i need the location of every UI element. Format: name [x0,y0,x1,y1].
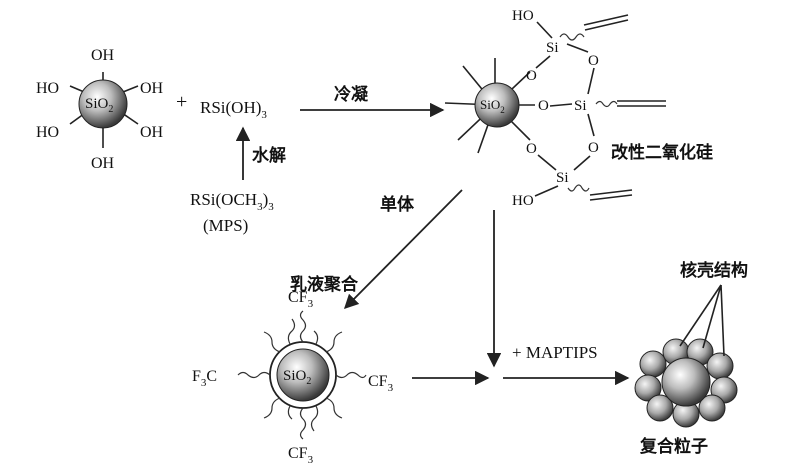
chain-top [299,310,307,343]
bond [537,154,557,171]
si-middle: Si [574,98,587,114]
silanol-label: RSi(OH)3 [200,98,267,121]
chain [325,397,343,419]
fluorinated-core-label: SiO2 [283,368,311,387]
hydrolysis-label: 水解 [252,145,286,166]
bond [534,185,559,197]
f3c-left: F3C [192,368,217,389]
oh-top: OH [91,47,115,64]
mps-formula: RSi(OCH3)3 [190,190,274,213]
core-shell-pointer [702,284,722,349]
oxygen-upper: O [526,68,537,84]
chain [287,405,293,420]
bond [587,113,595,137]
core-shell-pointer [679,284,722,347]
maptips-label: + MAPTIPS [512,343,598,362]
cf3-right: CF3 [368,373,394,394]
monomer-label: 单体 [380,194,415,215]
ho-bottom: HO [512,193,534,209]
chain-left [237,371,271,379]
condensation-label: 冷凝 [334,84,369,105]
oh-upper-right: OH [140,80,164,97]
chain [263,397,281,419]
monomer-arrow [343,189,463,310]
hydroxylated-silica: SiO2 OH HO HO OH OH OH [36,47,164,172]
mps-name: (MPS) [203,216,248,235]
oxygen-bridge-bottom: O [588,140,599,156]
ho-lower-left: HO [36,124,59,141]
chain [325,331,343,353]
wavy-bond [595,100,618,108]
wavy-bond [559,33,585,41]
ho-upper-left: HO [36,80,59,97]
chain [313,330,319,345]
bond [549,103,573,107]
core-sphere [661,357,711,407]
bond [535,55,551,69]
shell-bead [639,350,667,378]
silica-sphere [78,79,128,129]
modified-core-label: SiO2 [480,97,505,115]
fluorinated-core-sphere [276,348,330,402]
shell-bead [706,352,734,380]
bond [536,21,553,39]
chain [287,318,296,345]
modified-silica-sphere [474,82,520,128]
composite-particle [634,338,738,428]
shell-bead [634,374,662,402]
composite-particle-label: 复合粒子 [639,436,708,457]
emulsion-polymerization-label: 乳液聚合 [290,274,359,295]
silica-label: SiO2 [85,96,113,115]
plus-sign: + [176,91,187,113]
wavy-bond [567,184,590,192]
vinyl-double [589,194,633,201]
oxygen-bridge-top: O [588,53,599,69]
cf3-bottom: CF3 [288,445,314,466]
oxygen-lower: O [526,141,537,157]
chain [263,331,281,353]
oh-bottom: OH [91,155,115,172]
cf3-top: CF3 [288,289,314,310]
vinyl-single [583,14,629,26]
vinyl-double [584,19,629,31]
modified-silica: SiO2 O O O HO Si O Si O Si HO [444,8,666,209]
chain [310,405,319,432]
chain-right [335,371,367,379]
si-bottom: Si [556,170,569,186]
core-shell-pointer [720,284,725,357]
shell-bead [646,394,674,422]
bond [587,67,595,95]
chain-bottom [299,407,307,440]
oh-lower-right: OH [140,124,164,141]
bond [566,43,589,53]
bond [573,155,591,171]
si-top: Si [546,40,559,56]
ho-top: HO [512,8,534,24]
shell-bead [698,394,726,422]
modified-silica-label: 改性二氧化硅 [611,142,713,163]
vinyl-single [589,189,633,196]
oxygen-middle: O [538,98,549,114]
fluorinated-silica: SiO2 CF3 CF3 CF3 F3C [192,289,394,466]
core-shell-label: 核壳结构 [680,260,748,281]
